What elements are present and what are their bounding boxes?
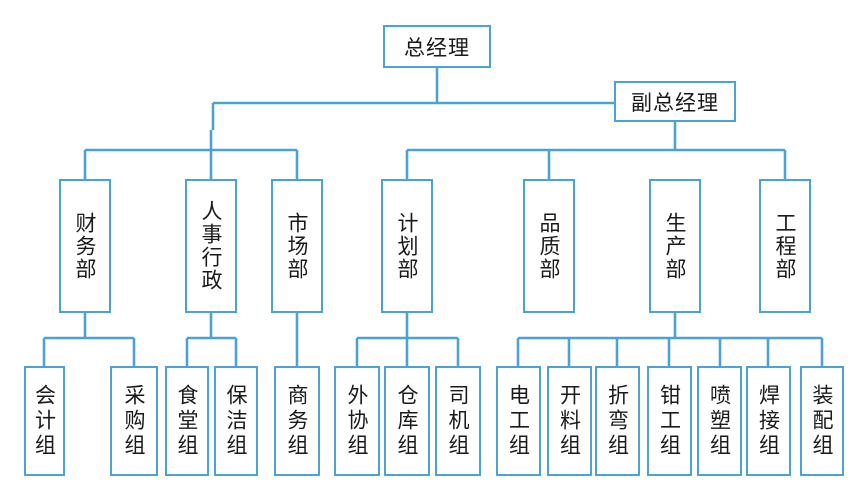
dept-label: 生产部 — [663, 211, 687, 281]
group-label: 会计组 — [32, 383, 57, 459]
general-manager-label: 总经理 — [404, 35, 470, 60]
dept-engineering: 工程部 — [759, 179, 811, 313]
dept-marketing: 市场部 — [271, 179, 323, 313]
group-warehouse: 仓库组 — [384, 366, 430, 476]
group-label: 开料组 — [557, 383, 582, 459]
dept-quality: 品质部 — [523, 179, 575, 313]
group-business: 商务组 — [274, 366, 320, 476]
group-cutting: 开料组 — [547, 366, 592, 476]
dept-label: 市场部 — [285, 211, 309, 281]
group-bending: 折弯组 — [595, 366, 640, 476]
dept-production: 生产部 — [649, 179, 701, 313]
deputy-general-manager-box: 副总经理 — [614, 81, 736, 122]
group-welding: 焊接组 — [746, 366, 791, 476]
group-purchasing: 采购组 — [110, 366, 158, 476]
dept-finance: 财务部 — [59, 179, 111, 313]
group-electricians: 电工组 — [496, 366, 541, 476]
group-label: 电工组 — [506, 383, 531, 459]
group-drivers: 司机组 — [435, 366, 481, 476]
group-label: 仓库组 — [395, 383, 419, 459]
group-assembly: 装配组 — [800, 366, 844, 476]
group-label: 外协组 — [345, 383, 369, 459]
dept-label: 工程部 — [773, 211, 797, 281]
group-cleaning: 保洁组 — [214, 366, 258, 476]
group-label: 焊接组 — [756, 383, 781, 459]
group-label: 喷塑组 — [707, 383, 732, 459]
group-label: 折弯组 — [605, 383, 630, 459]
dept-label: 人事行政 — [199, 200, 223, 292]
dept-label: 计划部 — [395, 211, 419, 281]
dept-label: 财务部 — [73, 211, 97, 281]
group-outsourcing: 外协组 — [334, 366, 380, 476]
group-label: 食堂组 — [175, 383, 199, 459]
dept-planning: 计划部 — [381, 179, 433, 313]
general-manager-box: 总经理 — [383, 25, 491, 68]
group-fitters: 钳工组 — [647, 366, 692, 476]
group-accounting: 会计组 — [24, 366, 65, 476]
dept-label: 品质部 — [537, 211, 561, 281]
group-canteen: 食堂组 — [165, 366, 209, 476]
group-powder-coating: 喷塑组 — [697, 366, 742, 476]
group-label: 装配组 — [810, 383, 834, 459]
group-label: 采购组 — [122, 383, 146, 459]
deputy-general-manager-label: 副总经理 — [631, 90, 719, 115]
group-label: 商务组 — [285, 383, 309, 459]
dept-hr-admin: 人事行政 — [185, 179, 237, 313]
group-label: 钳工组 — [657, 383, 682, 459]
group-label: 保洁组 — [224, 383, 248, 459]
group-label: 司机组 — [446, 383, 470, 459]
